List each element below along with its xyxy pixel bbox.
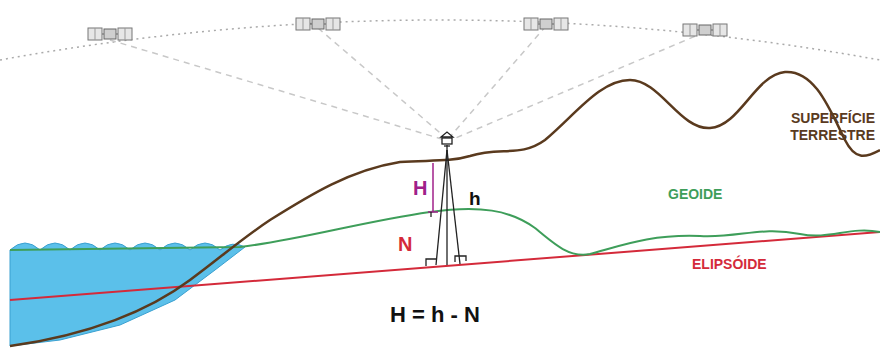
ellipsoidal-symbol: h [469, 188, 481, 211]
ocean [10, 243, 245, 346]
geoid-undulation [426, 212, 466, 266]
orthometric-height [428, 163, 438, 212]
satellite [88, 28, 132, 40]
ellipsoid-label: ELIPSÓIDE [692, 256, 767, 273]
formula: H = h - N [390, 302, 480, 328]
orbit [0, 20, 880, 60]
geoid-line [10, 209, 880, 255]
satellite [296, 18, 340, 30]
surface-label: SUPERFÍCIE TERRESTRE [755, 110, 875, 144]
orthometric-symbol: H [413, 176, 427, 200]
gnss-receiver [436, 132, 460, 265]
ellipsoid-line [10, 232, 880, 300]
undulation-symbol: N [398, 232, 412, 256]
geoid-label: GEOIDE [668, 186, 722, 203]
satellite [524, 18, 568, 30]
terrain-line [10, 72, 880, 346]
satellite [683, 24, 727, 36]
